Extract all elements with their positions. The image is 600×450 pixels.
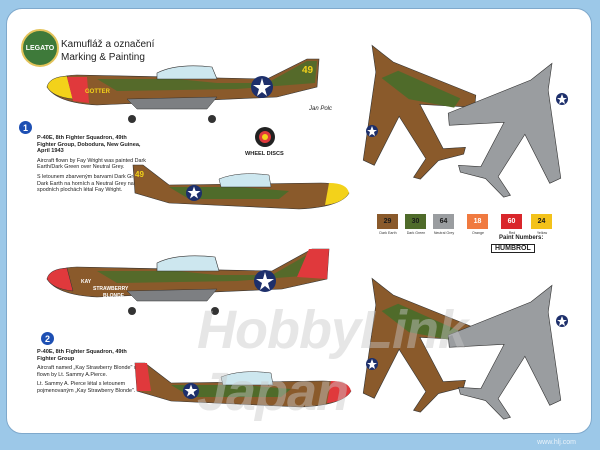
paint-numbers-caption: Paint Numbers: bbox=[499, 235, 544, 241]
swatch-18: 18 bbox=[467, 214, 488, 229]
aircraft2-nose-art-3: BLONDE bbox=[103, 293, 125, 299]
aircraft1-text-cz: S letounem zbarveným barvami Dark Green … bbox=[37, 173, 147, 194]
aircraft1-bottom-view bbox=[447, 62, 568, 198]
aircraft2-text-cz: Lt. Sammy A. Pierce létal s letounem poj… bbox=[37, 381, 136, 394]
wheel-discs-label: WHEEL DISCS bbox=[245, 151, 284, 157]
swatch-24: 24 bbox=[531, 214, 552, 229]
aircraft1-top-view bbox=[362, 44, 477, 180]
swatch-label-18: Orange bbox=[472, 231, 484, 235]
aircraft1-description: P-40E, 8th Fighter Squadron, 49th Fighte… bbox=[37, 135, 147, 197]
swatch-label-60: Red bbox=[508, 231, 516, 235]
swatch-label-24: Yellow bbox=[536, 231, 548, 235]
title-cz: Kamufláž a označení bbox=[61, 39, 155, 50]
paint-brand: HUMBROL bbox=[491, 244, 535, 253]
aircraft2-title: P-40E, 8th Fighter Squadron, 49th Fighte… bbox=[37, 349, 127, 362]
aircraft2-nose-art-1: KAY bbox=[81, 279, 92, 285]
aircraft2-number-badge: 2 bbox=[41, 332, 54, 345]
aircraft1-side-profile: 49 GOTTER bbox=[46, 58, 320, 123]
aircraft2-side-profile: KAY STRAWBERRY BLONDE bbox=[46, 248, 330, 315]
site-url: www.hlj.com bbox=[537, 439, 576, 446]
swatch-29: 29 bbox=[377, 214, 398, 229]
swatch-label-64: Neutral Grey bbox=[433, 231, 455, 235]
artist-signature: Jan Polc bbox=[309, 106, 333, 112]
aircraft1-text-en: Aircraft flown by Fay Wright was painted… bbox=[37, 157, 146, 171]
swatch-label-30: Dark Green bbox=[406, 231, 426, 235]
decal-sheet: LEGATO Kamufláž a označení Marking & Pai… bbox=[6, 8, 592, 434]
watermark: HobbyLink Japan bbox=[197, 300, 468, 422]
aircraft1-left-tail-code: 49 bbox=[135, 170, 144, 179]
aircraft2-nose-art-2: STRAWBERRY bbox=[93, 286, 129, 292]
aircraft2-side-profile-left bbox=[134, 362, 352, 408]
title-en: Marking & Painting bbox=[61, 52, 145, 63]
swatch-label-29: Dark Earth bbox=[379, 231, 397, 235]
swatch-60: 60 bbox=[501, 214, 522, 229]
aircraft1-tail-code: 49 bbox=[302, 65, 314, 76]
aircraft2-description: P-40E, 8th Fighter Squadron, 49th Fighte… bbox=[37, 349, 147, 398]
aircraft1-title: P-40E, 8th Fighter Squadron, 49th Fighte… bbox=[37, 135, 141, 155]
legato-logo: LEGATO bbox=[21, 29, 59, 67]
aircraft1-nose-art: GOTTER bbox=[85, 89, 111, 95]
wheel-disc-icon bbox=[255, 127, 275, 147]
swatch-30: 30 bbox=[405, 214, 426, 229]
aircraft1-side-profile-left: 49 bbox=[132, 164, 350, 210]
swatch-64: 64 bbox=[433, 214, 454, 229]
aircraft1-number-badge: 1 bbox=[19, 121, 32, 134]
aircraft2-bottom-view bbox=[447, 284, 568, 420]
aircraft2-text-en: Aircraft named „Kay Strawberry Blonde" w… bbox=[37, 365, 144, 378]
